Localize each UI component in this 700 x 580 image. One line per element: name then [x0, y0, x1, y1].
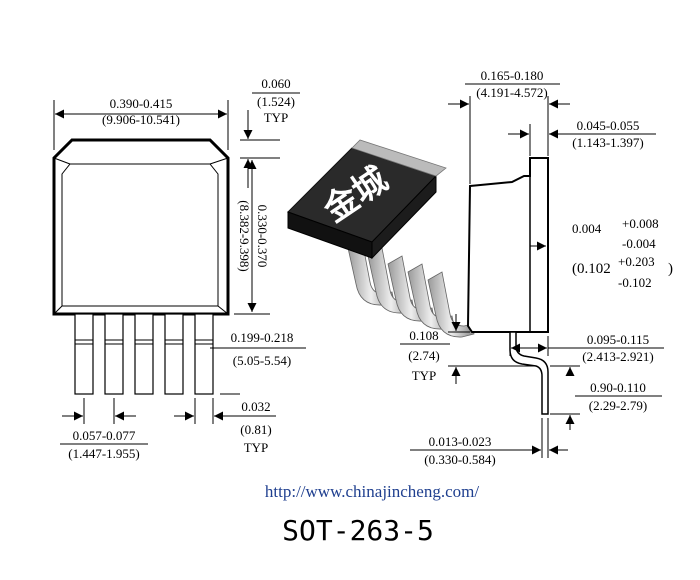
standoff-close-mm: ) [668, 261, 673, 277]
side-view: 0.165-0.180 (4.191-4.572) 0.045-0.055 (1… [400, 68, 673, 467]
body-width-mm: (9.906-10.541) [102, 112, 180, 127]
lead-thickness-mm: (0.330-0.584) [424, 452, 496, 467]
standoff-mm: (0.102 [572, 261, 611, 277]
front-body-outline [52, 138, 230, 316]
lead-pitch-inch: 0.057-0.077 [73, 428, 136, 443]
chip-3d-render: 金城 [287, 139, 475, 338]
standoff-tol-minus-inch: -0.004 [622, 236, 656, 251]
lead-width-mm: (0.81) [240, 422, 271, 437]
lead-bend-mm: (2.413-2.921) [582, 349, 654, 364]
lead-offset-inch: 0.108 [409, 328, 438, 343]
standoff-tol-plus-mm: +0.203 [618, 254, 655, 269]
front-lead-5 [194, 313, 214, 395]
standoff-inch: 0.004 [572, 221, 602, 236]
package-name: SOT-263-5 [282, 514, 434, 547]
front-lead-3 [134, 313, 154, 395]
lead-bend-inch: 0.095-0.115 [587, 332, 649, 347]
lead-offset-typ: TYP [412, 368, 437, 383]
foot-length-mm: (2.29-2.79) [589, 398, 648, 413]
website-url[interactable]: http://www.chinajincheng.com/ [265, 482, 479, 501]
lead-length-mm: (5.05-5.54) [233, 353, 292, 368]
lead-length-inch: 0.199-0.218 [231, 330, 294, 345]
side-lead [509, 331, 549, 415]
lead-offset-mm: (2.74) [408, 348, 439, 363]
tab-thickness-inch: 0.045-0.055 [577, 118, 640, 133]
lead-width-inch: 0.032 [241, 399, 270, 414]
front-lead-4 [164, 313, 184, 395]
body-width-inch: 0.390-0.415 [110, 96, 173, 111]
body-height-inch: 0.330-0.370 [255, 205, 270, 268]
tab-height-typ: TYP [264, 110, 289, 125]
front-lead-2 [104, 313, 124, 395]
tab-height-mm: (1.524) [257, 94, 295, 109]
body-height-mm: (8.382-9.398) [237, 200, 252, 272]
side-thickness-mm: (4.191-4.572) [476, 85, 548, 100]
foot-length-inch: 0.90-0.110 [590, 380, 646, 395]
standoff-tol-minus-mm: -0.102 [618, 275, 652, 290]
tab-thickness-mm: (1.143-1.397) [572, 135, 644, 150]
front-lead-1 [74, 313, 94, 395]
side-body-outline [466, 157, 549, 333]
standoff-tol-plus-inch: +0.008 [622, 216, 659, 231]
lead-thickness-inch: 0.013-0.023 [429, 434, 492, 449]
side-thickness-inch: 0.165-0.180 [481, 68, 544, 83]
lead-width-typ: TYP [244, 440, 269, 455]
lead-pitch-mm: (1.447-1.955) [68, 446, 140, 461]
front-leads [74, 313, 214, 395]
tab-height-inch: 0.060 [261, 76, 290, 91]
front-view: 0.390-0.415 (9.906-10.541) 0.060 (1.524)… [52, 76, 306, 461]
